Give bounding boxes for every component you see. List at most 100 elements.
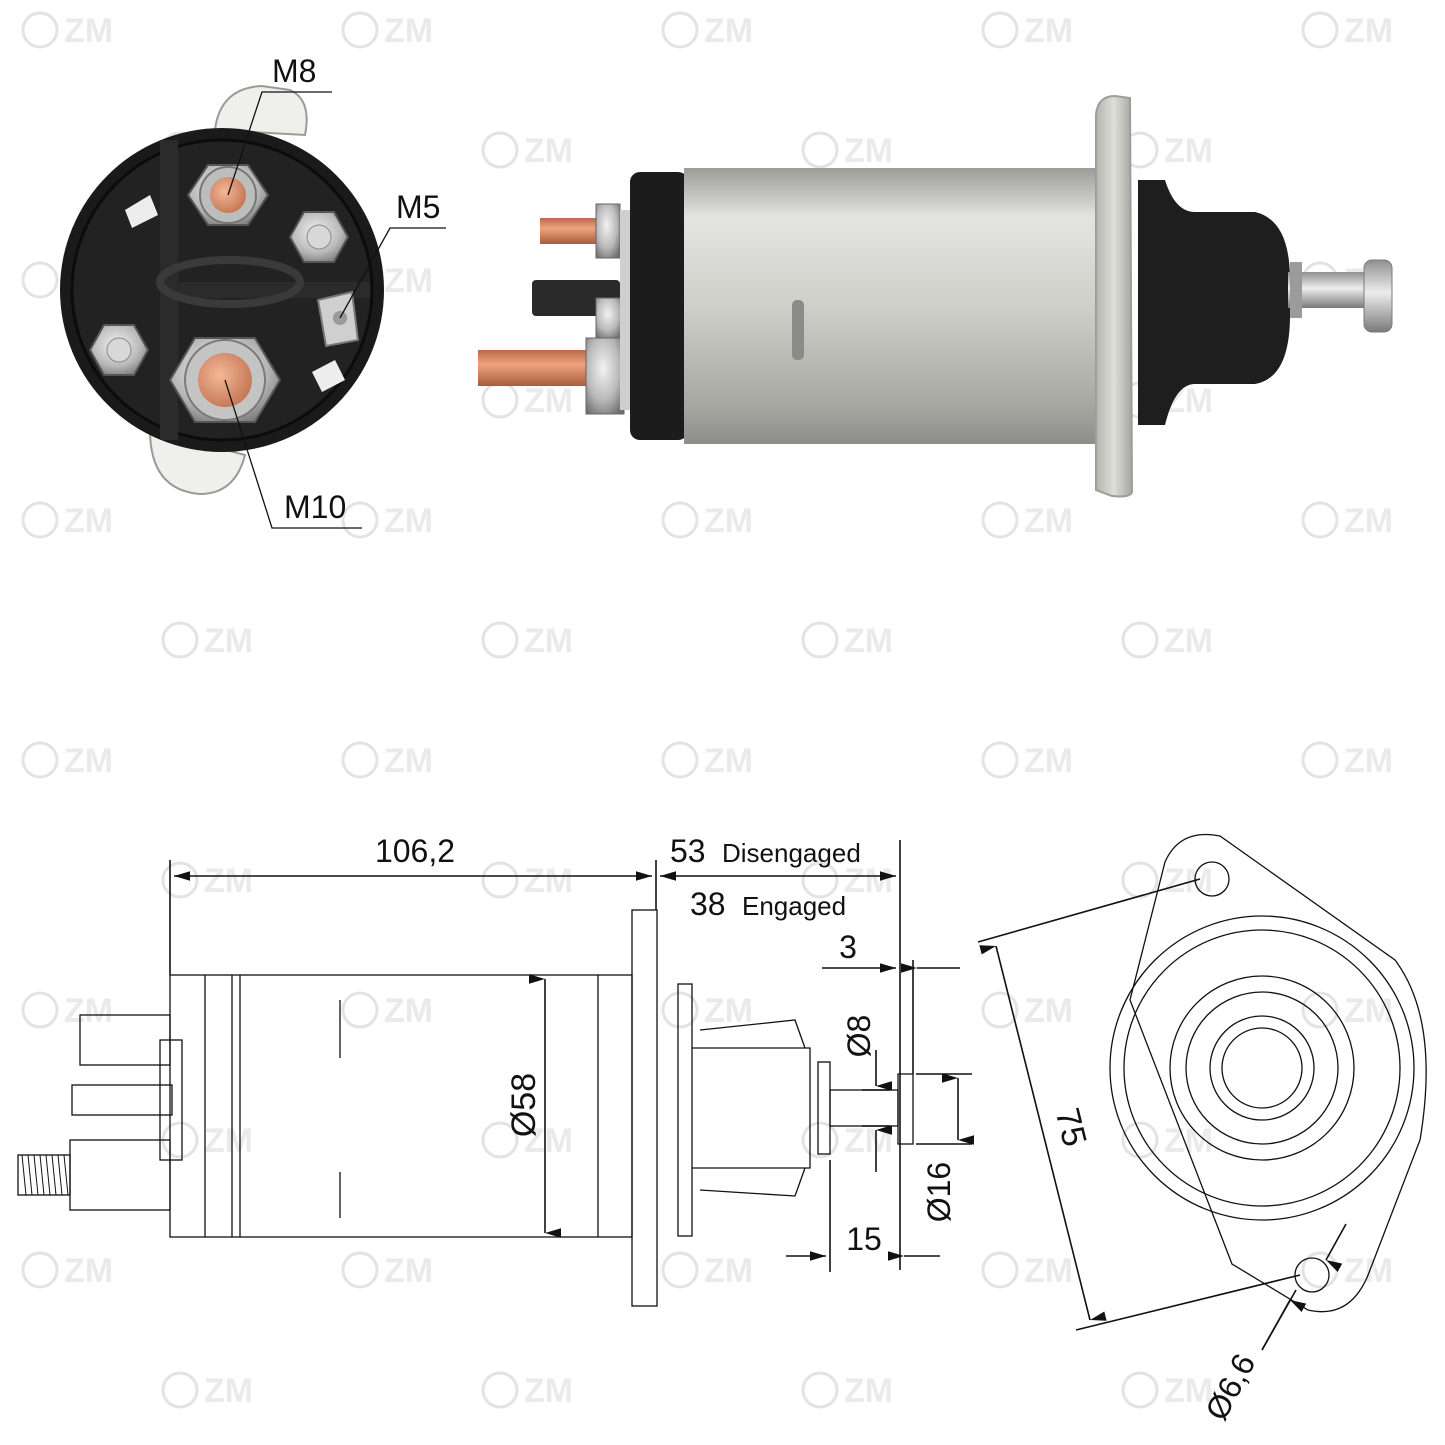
dim-stroke-disengaged-value: 53 — [670, 833, 706, 869]
watermark-text: ZM — [1024, 502, 1073, 540]
watermark-text: ZM — [64, 992, 113, 1030]
watermark-text: ZM — [704, 12, 753, 50]
m5-label: M5 — [396, 189, 440, 225]
dim-shaft-length: 15 — [846, 1221, 882, 1257]
watermark-text: ZM — [844, 862, 893, 900]
watermark-text: ZM — [1024, 1252, 1073, 1290]
dim-stroke-engaged-label: Engaged — [742, 891, 846, 921]
side-view-photo — [478, 94, 1393, 498]
mounting-flange — [1095, 94, 1134, 498]
dim-body-length: 106,2 — [375, 833, 455, 869]
thread-mark — [39, 1154, 45, 1196]
watermark-logo-icon — [981, 741, 1019, 779]
watermark-logo-icon — [1121, 1121, 1159, 1159]
watermark-logo-icon — [21, 991, 59, 1029]
small-stud-left — [88, 324, 150, 376]
watermark-text: ZM — [1344, 742, 1393, 780]
watermark-text: ZM — [384, 502, 433, 540]
watermark-text: ZM — [1344, 12, 1393, 50]
watermark-logo-icon — [21, 741, 59, 779]
watermark-logo-icon — [161, 621, 199, 659]
watermark-logo-icon — [21, 11, 59, 49]
watermark-text: ZM — [384, 12, 433, 50]
watermark-text: ZM — [384, 1252, 433, 1290]
mounting-flange-top-ear — [213, 84, 308, 137]
watermark-logo-icon — [661, 1251, 699, 1289]
solenoid-body — [684, 168, 1096, 444]
watermark-logo-icon — [1301, 501, 1339, 539]
watermark-text: ZM — [704, 992, 753, 1030]
watermark-text: ZM — [1164, 1372, 1213, 1410]
watermark-text: ZM — [1164, 622, 1213, 660]
watermark-logo-icon — [481, 1371, 519, 1409]
watermark-logo-icon — [341, 741, 379, 779]
watermark-text: ZM — [204, 1122, 253, 1160]
watermark-text: ZM — [64, 12, 113, 50]
watermark-text: ZM — [64, 1252, 113, 1290]
watermark-logo-icon — [1121, 861, 1159, 899]
thread-mark — [33, 1154, 39, 1196]
watermark-text: ZM — [524, 622, 573, 660]
watermark-text: ZM — [384, 742, 433, 780]
watermark-logo-icon — [341, 11, 379, 49]
watermark-text: ZM — [844, 1372, 893, 1410]
watermark-logo-icon — [801, 1371, 839, 1409]
watermark-logo-icon — [161, 1371, 199, 1409]
watermark-logo-icon — [341, 501, 379, 539]
watermark-logo-icon — [1301, 11, 1339, 49]
drawing-flange-outline — [1129, 833, 1427, 1313]
watermark-logo-icon — [481, 1121, 519, 1159]
watermark-logo-icon — [981, 501, 1019, 539]
watermark-text: ZM — [1344, 502, 1393, 540]
watermark-text: ZM — [844, 1122, 893, 1160]
watermark-text: ZM — [1164, 1122, 1213, 1160]
watermark-text: ZM — [704, 502, 753, 540]
thread-mark — [21, 1154, 27, 1196]
watermark-text: ZM — [1024, 12, 1073, 50]
dim-cap-thickness: 3 — [839, 929, 857, 965]
watermark-logo-icon — [341, 991, 379, 1029]
dim-body-diameter: Ø58 — [505, 1073, 543, 1137]
watermark-text: ZM — [1164, 132, 1213, 170]
watermark-text: ZM — [524, 862, 573, 900]
watermark-logo-icon — [481, 861, 519, 899]
drawing-mount-hole-bottom — [1294, 1257, 1330, 1293]
m8-leader-line — [227, 91, 332, 196]
watermark-logo-icon — [341, 1251, 379, 1289]
m10-leader-line — [224, 379, 362, 529]
watermark-logo-icon — [481, 381, 519, 419]
watermark-text: ZM — [524, 132, 573, 170]
watermark-text: ZM — [844, 132, 893, 170]
watermark-text: ZM — [704, 742, 753, 780]
watermark-text: ZM — [1164, 862, 1213, 900]
m10-label: M10 — [284, 489, 346, 525]
watermark-logo-icon — [1301, 741, 1339, 779]
watermark-logo-icon — [801, 1121, 839, 1159]
thread-mark — [63, 1154, 69, 1196]
watermark-text: ZM — [1024, 742, 1073, 780]
watermark-logo-icon — [1301, 991, 1339, 1029]
plunger-cap — [1363, 259, 1393, 333]
watermark-text: ZM — [384, 262, 433, 300]
mounting-flange-bottom-ear — [148, 428, 247, 496]
dim-shaft-diameter: Ø8 — [841, 1015, 877, 1058]
thread-mark — [51, 1154, 57, 1196]
watermark-text: ZM — [524, 1372, 573, 1410]
drawing-cap — [897, 1073, 914, 1145]
watermark-text: ZM — [844, 622, 893, 660]
thread-mark — [45, 1154, 51, 1196]
m8-label: M8 — [272, 53, 316, 89]
thread-mark — [27, 1154, 33, 1196]
watermark-logo-icon — [1121, 1371, 1159, 1409]
watermark-logo-icon — [661, 741, 699, 779]
watermark-logo-icon — [481, 621, 519, 659]
watermark-text: ZM — [204, 1372, 253, 1410]
upper-stud — [540, 218, 600, 244]
side-drawing: 106,2 53 Disengaged 38 Engaged 3 Ø8 Ø58 … — [17, 833, 974, 1307]
watermark-text: ZM — [384, 992, 433, 1030]
watermark-logo-icon — [481, 131, 519, 169]
watermark-logo-icon — [981, 1251, 1019, 1289]
watermark-text: ZM — [524, 382, 573, 420]
m5-terminal — [316, 290, 360, 348]
